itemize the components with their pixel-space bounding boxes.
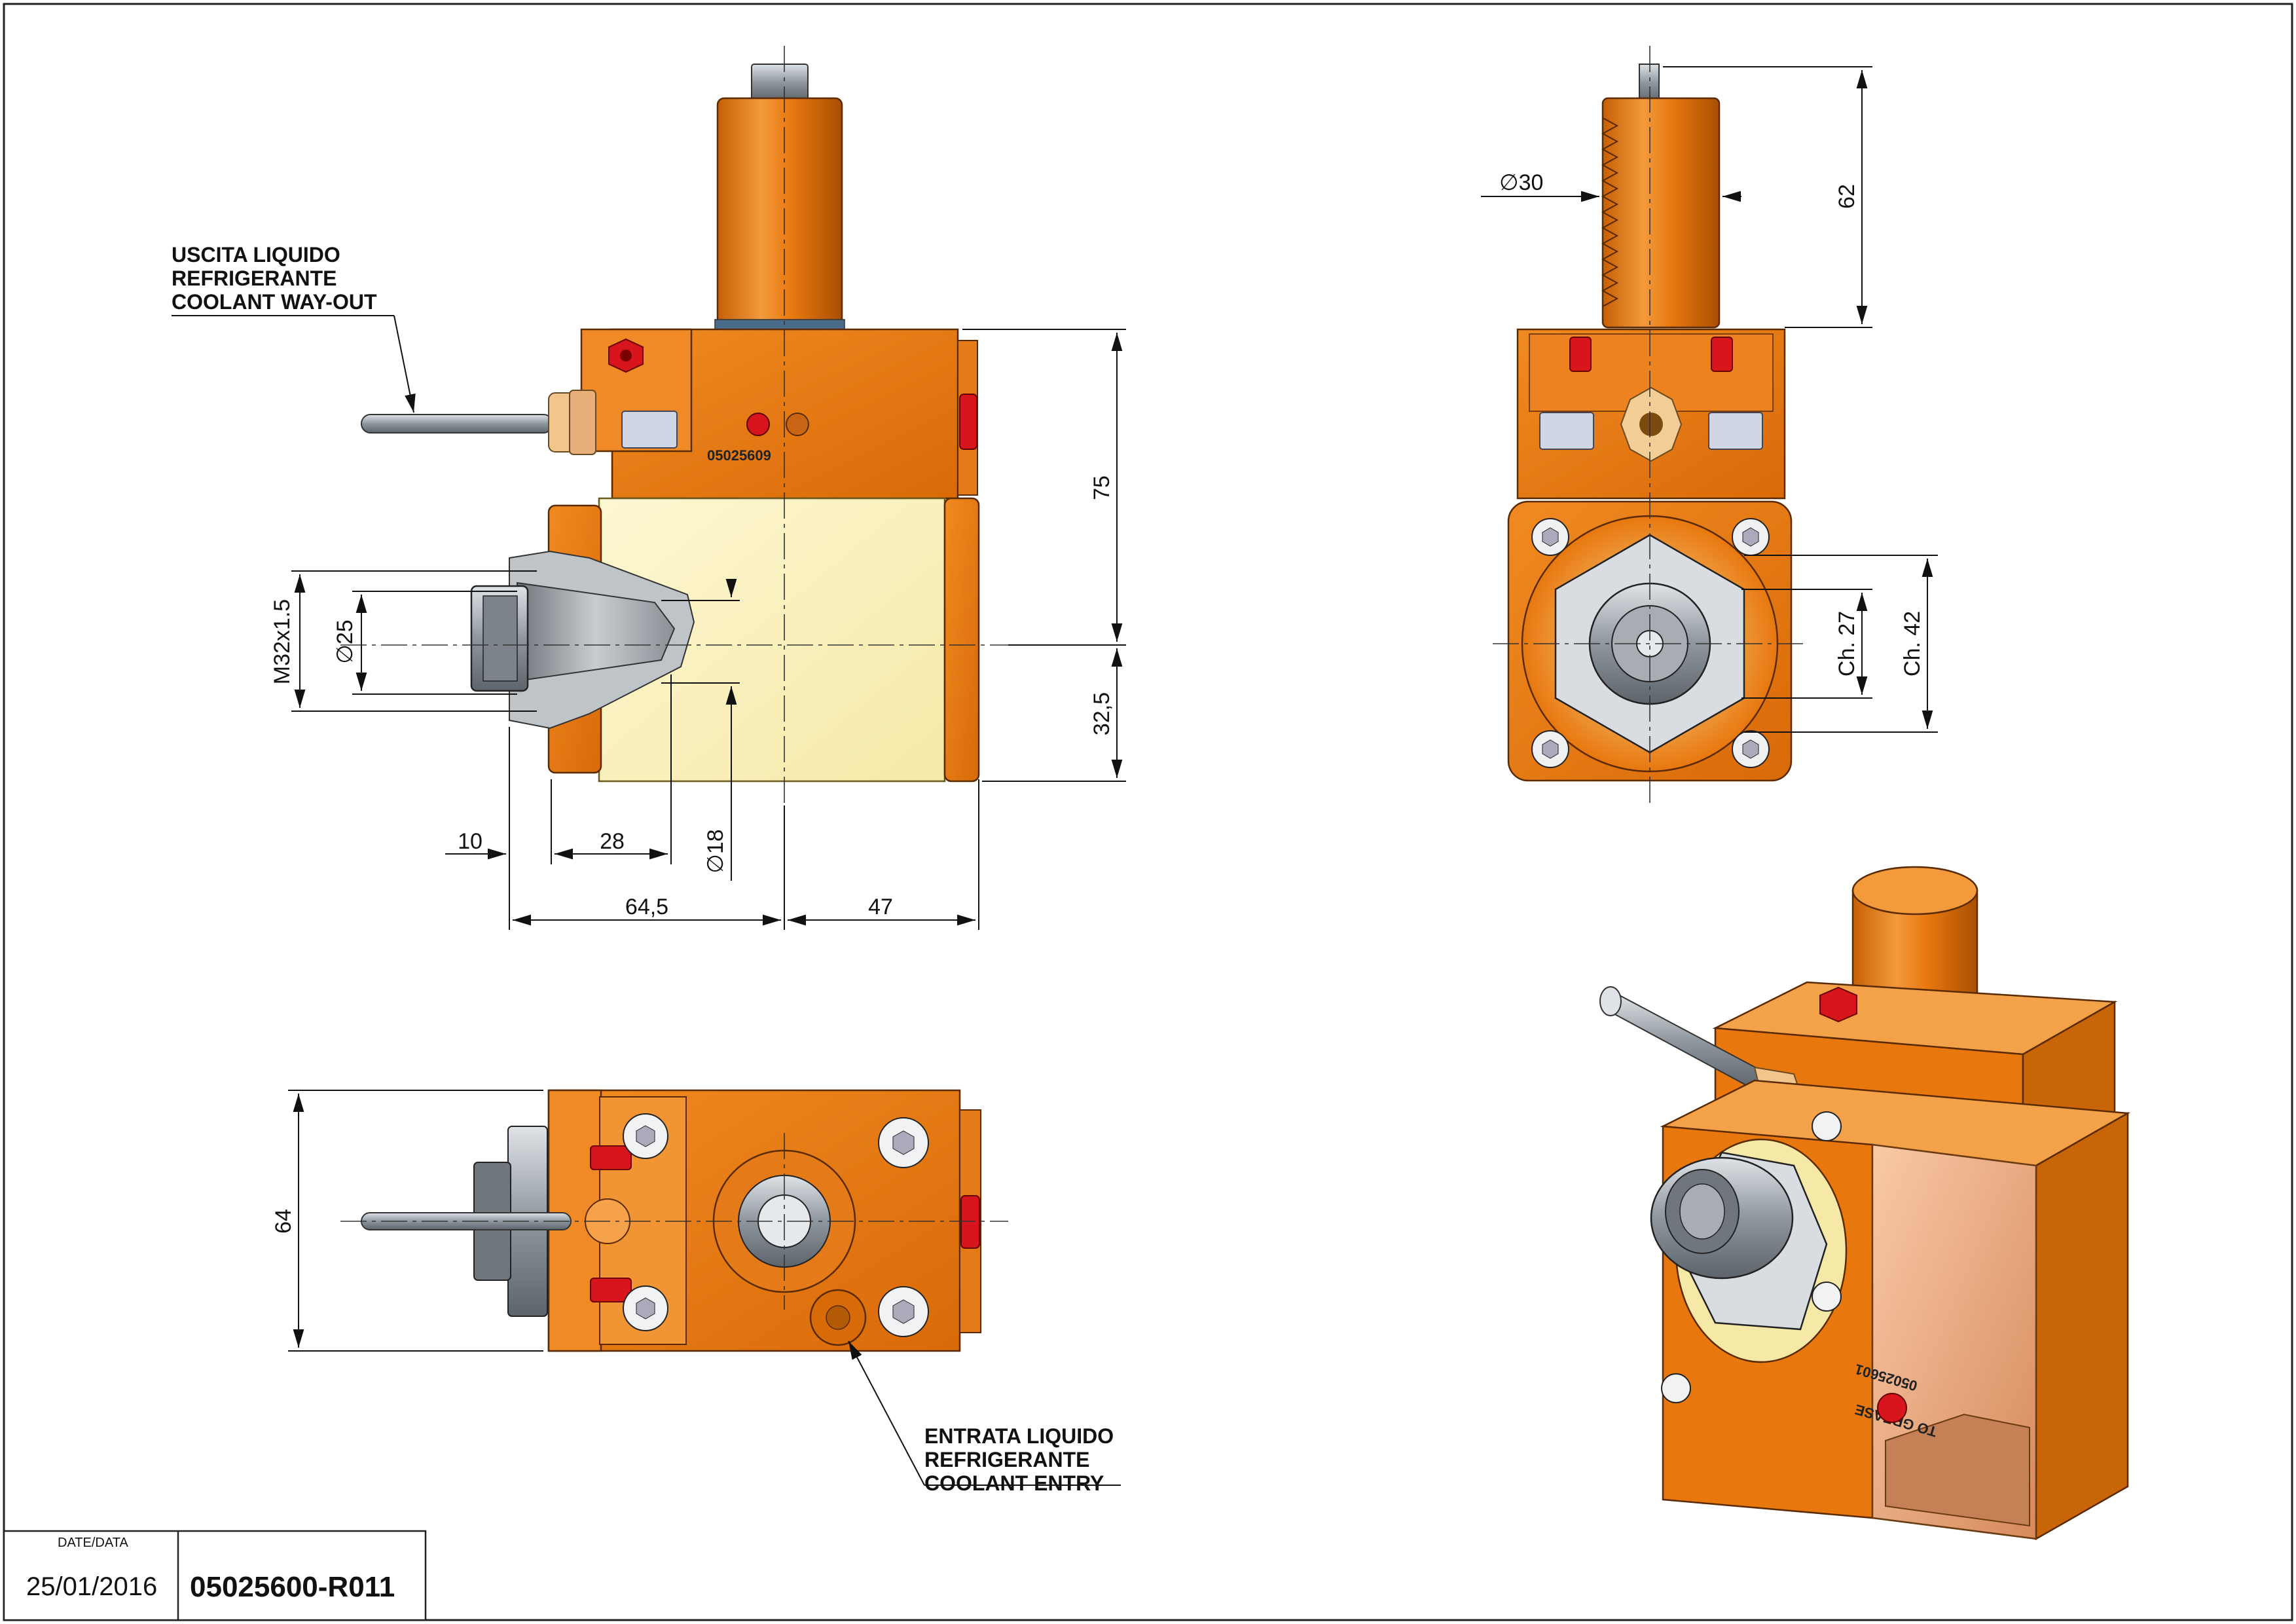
dim-dia18: ∅18 [703, 829, 728, 873]
title-date-label: DATE/DATA [58, 1536, 128, 1550]
iso-bolt-2 [1812, 1282, 1842, 1312]
isometric-view: 05025609 TO GREASE 05025601 [1599, 866, 2131, 1541]
dim-62: 62 [1834, 184, 1859, 209]
dim-75: 75 [1089, 475, 1114, 500]
top-red-nut-2 [590, 1278, 632, 1302]
front-window [621, 411, 678, 449]
iso-red-plug [1877, 1393, 1907, 1423]
leader-coolant-in [848, 1340, 925, 1486]
front-collet-nut-flat [483, 595, 518, 682]
note-coolant-out-2: REFRIGERANTE [172, 267, 337, 290]
front-motor-cap [751, 64, 809, 101]
front-coolant-pipe [361, 414, 553, 434]
front-lower-right-flange [943, 497, 980, 783]
dim-64-5: 64,5 [625, 895, 668, 919]
dim-32-5: 32,5 [1089, 692, 1114, 735]
side-bolt-br [1732, 730, 1770, 768]
iso-motor-top [1851, 866, 1978, 915]
front-part-code: 05025609 [707, 447, 771, 464]
side-motor-cylinder [1601, 97, 1721, 329]
dim-47: 47 [868, 895, 893, 919]
front-red-plug [959, 394, 977, 450]
top-red-plug [960, 1195, 980, 1249]
note-coolant-in-1: ENTRATA LIQUIDO [924, 1424, 1114, 1448]
title-drawing-number: 05025600-R011 [190, 1571, 395, 1603]
iso-red-nut [1819, 986, 1857, 1023]
dim-28: 28 [600, 829, 625, 854]
sheet-border [3, 3, 2293, 1621]
side-window-right [1708, 412, 1763, 450]
iso-bolt-1 [1812, 1111, 1842, 1141]
side-coolant-hole [1639, 413, 1663, 436]
side-bolt-tr [1732, 518, 1770, 556]
note-coolant-out-1: USCITA LIQUIDO [172, 243, 340, 267]
top-bolt-3 [878, 1117, 929, 1168]
side-motor-teeth [1601, 117, 1619, 307]
dim-ch27: Ch. 27 [1834, 611, 1859, 676]
side-red-plug-left [1569, 337, 1592, 372]
leader-coolant-out [393, 315, 416, 413]
note-coolant-out-3: COOLANT WAY-OUT [172, 290, 377, 314]
side-bolt-tl [1531, 518, 1569, 556]
iso-lower-side [2035, 1111, 2129, 1541]
side-red-plug-right [1711, 337, 1733, 372]
top-bolt-2 [623, 1285, 668, 1331]
dim-dia30: ∅30 [1499, 170, 1543, 195]
dim-10: 10 [458, 829, 483, 854]
top-red-nut-1 [590, 1145, 632, 1170]
side-motor-shaft [1639, 64, 1660, 103]
front-red-nut-hole [620, 350, 632, 361]
front-motor-ring [714, 319, 845, 331]
dim-dia25: ∅25 [333, 619, 357, 663]
front-plug-1 [746, 413, 770, 436]
iso-bolt-3 [1661, 1373, 1691, 1403]
front-view: 05025609 75 32,5 M32x1.5 ∅25 [172, 46, 1126, 930]
title-date-value: 25/01/2016 [26, 1572, 157, 1601]
dim-64: 64 [271, 1209, 296, 1234]
dim-ch42: Ch. 42 [1900, 611, 1925, 676]
side-view: ∅30 62 Ch. 27 Ch. 42 [1481, 46, 1938, 805]
iso-bottom-slot [1885, 1413, 2030, 1527]
title-block: DATE/DATA 25/01/2016 05025600-R011 [3, 1530, 427, 1621]
dim-thread: M32x1.5 [270, 599, 295, 684]
side-window-left [1539, 412, 1594, 450]
top-bolt-4 [878, 1286, 929, 1337]
note-coolant-in-3: COOLANT ENTRY [924, 1471, 1104, 1495]
side-bolt-bl [1531, 730, 1569, 768]
top-view: 64 ENTRATA LIQUIDO REFRIGERANTE COOLANT … [271, 1089, 1121, 1495]
front-motor-cylinder [716, 97, 843, 329]
front-coolant-fitting-ring [569, 390, 596, 455]
note-coolant-in-2: REFRIGERANTE [924, 1448, 1089, 1471]
top-bolt-1 [623, 1113, 668, 1159]
front-plug-2 [786, 413, 809, 436]
